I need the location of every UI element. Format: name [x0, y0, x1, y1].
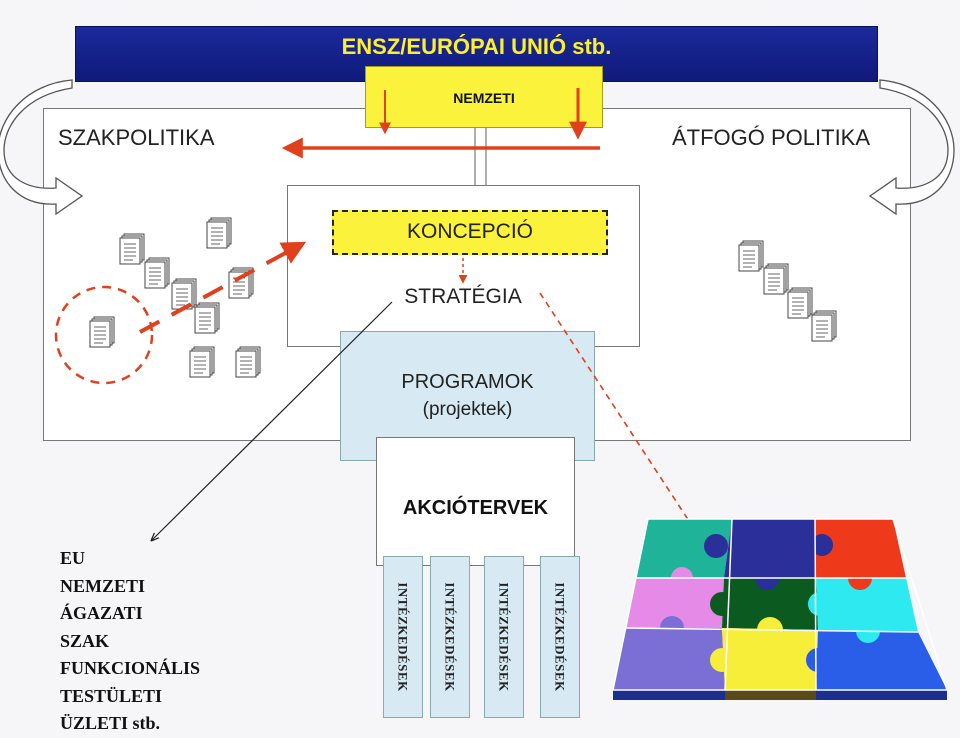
intezkedesek-column-2: INTÉZKEDÉSEK [430, 556, 470, 718]
programok-label: PROGRAMOK [401, 371, 534, 393]
intezkedesek-column-4: INTÉZKEDÉSEK [540, 556, 580, 718]
szakpolitika-label: SZAKPOLITIKA [58, 125, 215, 150]
level-item: TESTÜLETI [60, 685, 163, 706]
level-item: EU [60, 548, 86, 568]
level-list: EU NEMZETI ÁGAZATI SZAK FUNKCIONÁLIS TES… [60, 545, 200, 738]
intezkedesek-column-1: INTÉZKEDÉSEK [383, 556, 423, 718]
top-banner-title: ENSZ/EURÓPAI UNIÓ stb. [341, 34, 612, 59]
strategia-to-levels-arrow [152, 301, 393, 540]
nemzeti-box [365, 66, 603, 128]
nemzeti-label: NEMZETI [453, 90, 515, 106]
puzzle-icon [612, 518, 949, 700]
level-item: ÁGAZATI [60, 603, 143, 623]
akciotervek-label: AKCIÓTERVEK [402, 497, 549, 519]
curved-arrow-right-icon [868, 79, 955, 216]
level-item: NEMZETI [60, 575, 146, 596]
akciotervek-box [376, 437, 575, 566]
projektek-label: (projektek) [422, 399, 513, 420]
level-item: SZAK [60, 630, 110, 651]
koncepcio-box [332, 210, 608, 255]
level-item: FUNKCIONÁLIS [60, 658, 201, 678]
document-stack-icon [739, 241, 836, 341]
level-item: ÜZLETI stb. [60, 713, 161, 733]
curved-arrow-left-icon [0, 79, 84, 216]
atfogo-politika-label: ÁTFOGÓ POLITIKA [672, 125, 871, 150]
strategia-label: STRATÉGIA [404, 285, 522, 308]
dashed-arrow-icon [139, 241, 307, 334]
koncepcio-label: KONCEPCIÓ [406, 220, 534, 243]
document-stack-icon [90, 218, 260, 377]
intezkedesek-column-3: INTÉZKEDÉSEK [484, 556, 524, 718]
highlight-circle [54, 285, 154, 385]
